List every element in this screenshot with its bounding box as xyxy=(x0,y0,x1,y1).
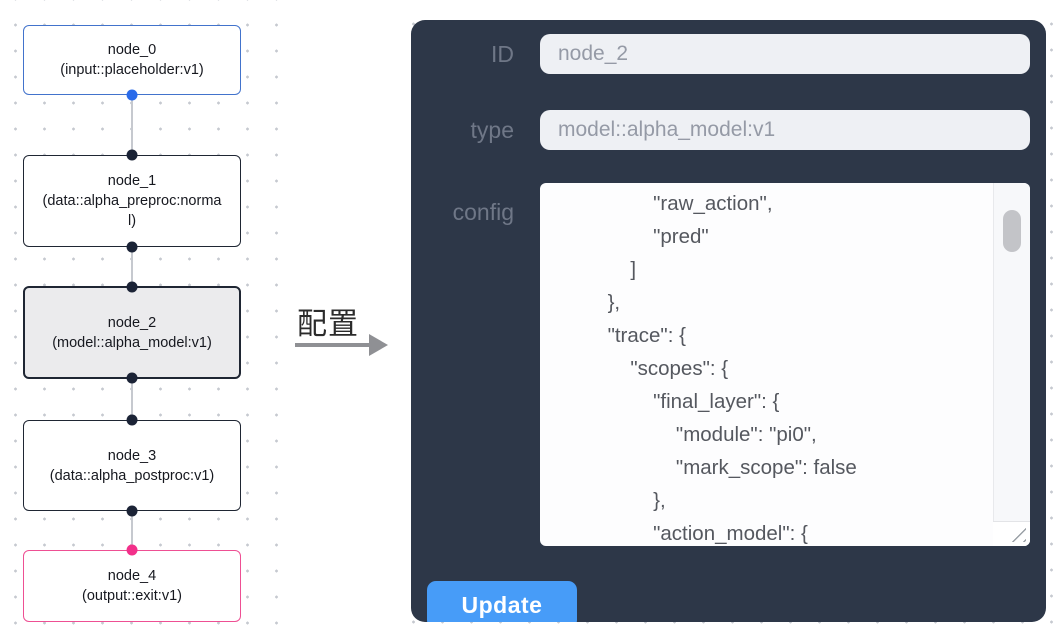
output-port[interactable] xyxy=(126,372,138,384)
config-textarea[interactable]: "raw_action", "pred" ] }, "trace": { "sc… xyxy=(540,183,1030,546)
input-port[interactable] xyxy=(126,149,138,161)
right-arrow-icon xyxy=(295,343,371,347)
node-subtitle: (data::alpha_postproc:v1) xyxy=(49,467,215,484)
input-port[interactable] xyxy=(126,544,138,556)
id-input[interactable]: node_2 xyxy=(540,34,1030,74)
output-port[interactable] xyxy=(126,505,138,517)
config-scrollbar[interactable] xyxy=(993,183,1030,546)
graph-node-node_3[interactable]: node_3 (data::alpha_postproc:v1) xyxy=(23,414,241,517)
node-subtitle: (output::exit:v1) xyxy=(82,588,182,604)
node-subtitle: (data::alpha_preproc:normal) xyxy=(42,193,222,229)
node-subtitle: (model::alpha_model:v1) xyxy=(52,334,212,351)
node-title: node_2 xyxy=(107,314,157,331)
resize-handle-icon[interactable] xyxy=(993,521,1030,546)
graph-node-node_4[interactable]: node_4 (output::exit:v1) xyxy=(23,544,241,622)
input-port[interactable] xyxy=(126,414,138,426)
input-port[interactable] xyxy=(126,281,138,293)
node-subtitle: (input::placeholder:v1) xyxy=(60,62,204,78)
graph-node-node_0[interactable]: node_0 (input::placeholder:v1) xyxy=(23,25,241,101)
graph-node-node_1[interactable]: node_1 (data::alpha_preproc:normal) xyxy=(23,149,241,253)
node-title: node_0 xyxy=(107,42,157,58)
type-label: type xyxy=(470,117,514,143)
edge-node0-node1 xyxy=(131,95,133,156)
id-label: ID xyxy=(491,41,514,67)
node-title: node_3 xyxy=(107,447,157,464)
node-config-panel: ID node_2 type model::alpha_model:v1 con… xyxy=(411,20,1046,622)
node-title: node_1 xyxy=(107,173,157,189)
config-json-text: "raw_action", "pred" ] }, "trace": { "sc… xyxy=(607,192,857,545)
output-port[interactable] xyxy=(126,241,138,253)
graph-node-node_2[interactable]: node_2 (model::alpha_model:v1) xyxy=(23,281,241,384)
config-label: config xyxy=(452,199,514,225)
transition-label: 配置 xyxy=(297,308,359,341)
type-input[interactable]: model::alpha_model:v1 xyxy=(540,110,1030,150)
scrollbar-thumb[interactable] xyxy=(1003,210,1021,252)
edge-node2-node3 xyxy=(131,378,133,421)
right-arrow-head-icon xyxy=(369,334,388,356)
edge-node1-node2 xyxy=(131,247,133,287)
node-title: node_4 xyxy=(107,568,157,584)
update-button[interactable]: Update xyxy=(427,581,577,622)
output-port[interactable] xyxy=(126,89,138,101)
edge-node3-node4 xyxy=(131,510,133,551)
